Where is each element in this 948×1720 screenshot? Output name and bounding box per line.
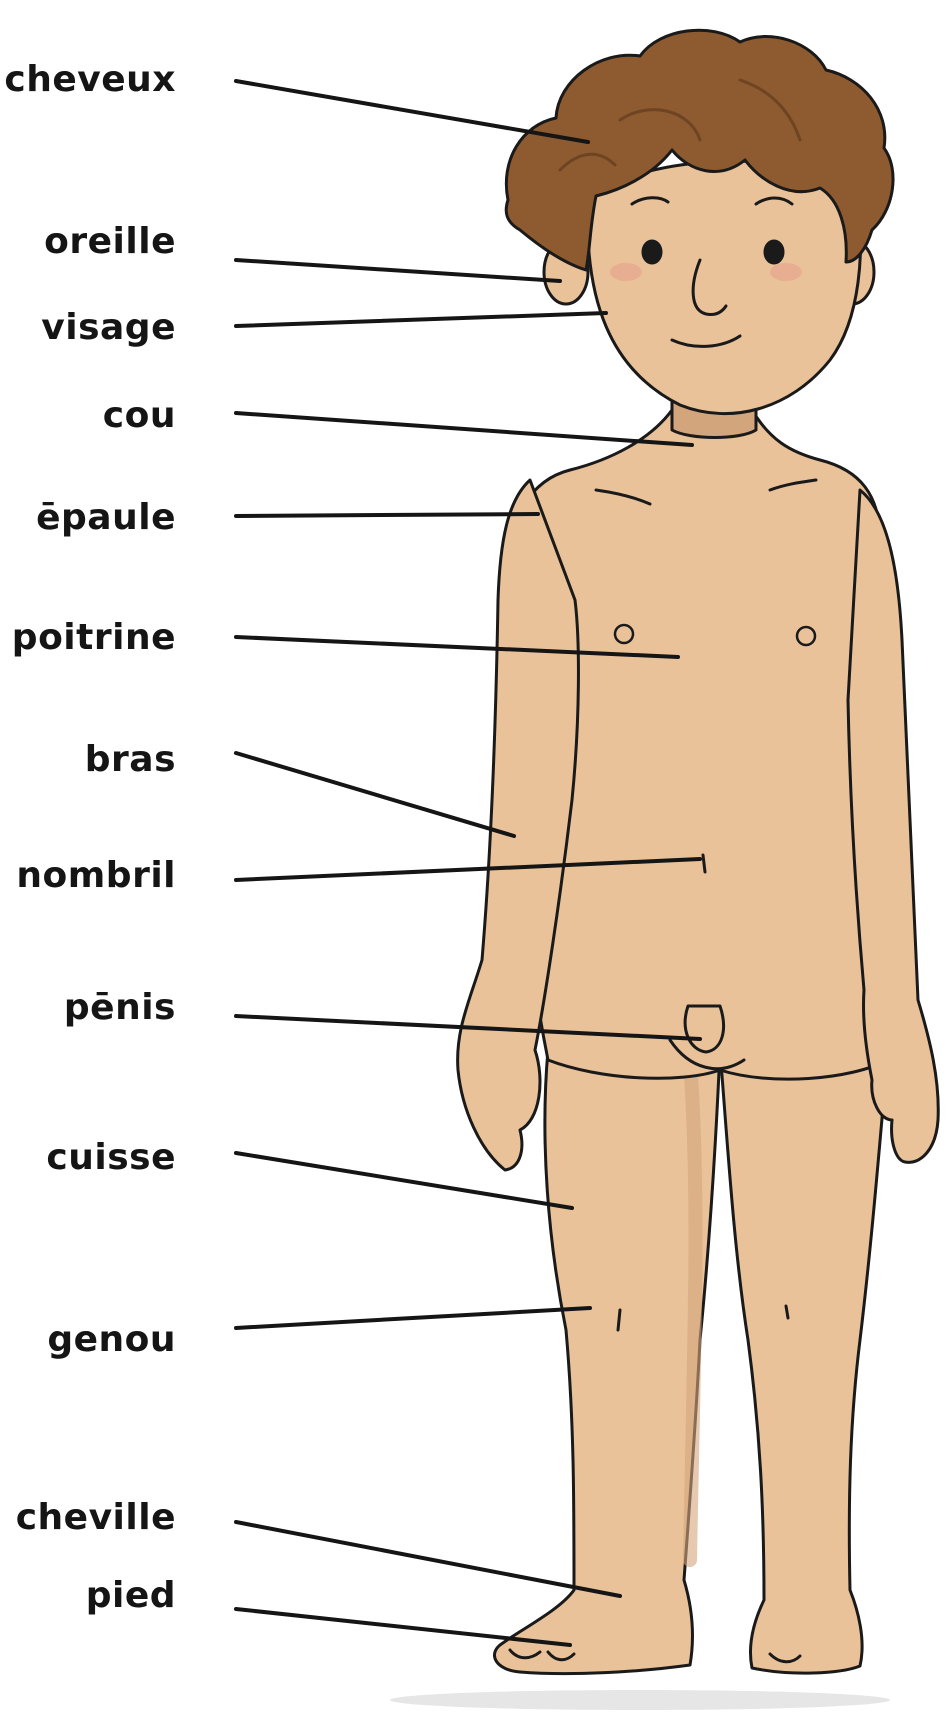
right-knee-mark bbox=[786, 1306, 788, 1318]
label-genou: genou bbox=[47, 1322, 176, 1358]
left-knee-mark bbox=[618, 1310, 620, 1330]
genitals bbox=[685, 1006, 723, 1052]
leader-line-epaule bbox=[236, 514, 538, 516]
label-nombril: nombril bbox=[16, 858, 176, 894]
label-bras: bras bbox=[85, 742, 176, 778]
label-cheville: cheville bbox=[16, 1500, 176, 1536]
label-poitrine: poitrine bbox=[12, 620, 176, 656]
leader-line-cheville bbox=[236, 1522, 620, 1596]
label-penis: pēnis bbox=[64, 990, 176, 1026]
leader-line-cheveux bbox=[236, 81, 588, 142]
label-epaule: ēpaule bbox=[36, 500, 176, 536]
leader-line-genou bbox=[236, 1308, 590, 1328]
label-cheveux: cheveux bbox=[4, 62, 176, 98]
left-cheek bbox=[610, 263, 642, 281]
leader-line-visage bbox=[236, 313, 606, 326]
leader-line-cuisse bbox=[236, 1153, 572, 1208]
leader-line-bras bbox=[236, 753, 514, 836]
label-cuisse: cuisse bbox=[46, 1140, 176, 1176]
navel-mark bbox=[703, 855, 705, 872]
right-leg bbox=[720, 1050, 888, 1673]
label-oreille: oreille bbox=[44, 224, 176, 260]
right-eye bbox=[765, 241, 783, 263]
right-cheek bbox=[770, 263, 802, 281]
label-pied: pied bbox=[86, 1578, 176, 1614]
leader-line-cou bbox=[236, 413, 692, 445]
ground-shadow bbox=[390, 1690, 890, 1710]
head bbox=[588, 161, 861, 413]
label-cou: cou bbox=[103, 398, 176, 434]
leader-line-pied bbox=[236, 1609, 570, 1645]
leader-line-oreille bbox=[236, 260, 560, 281]
label-visage: visage bbox=[41, 310, 176, 346]
left-eye bbox=[643, 241, 661, 263]
leg-shadow bbox=[690, 1060, 695, 1560]
